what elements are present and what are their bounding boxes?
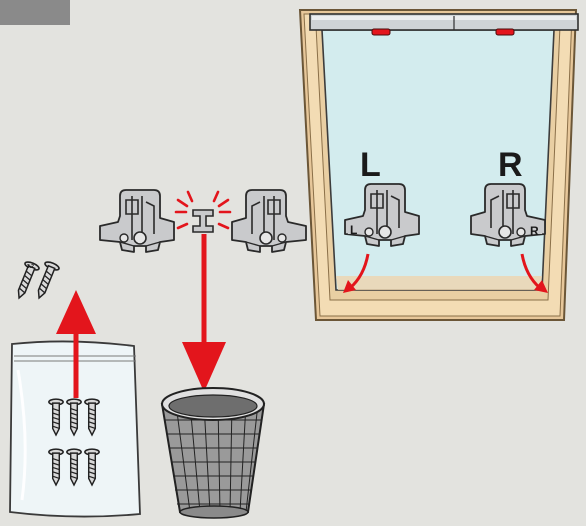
remove-arrow	[56, 290, 96, 398]
right-side-label: R	[498, 146, 523, 184]
screw-icon: 3.2	[11, 259, 61, 302]
mounted-bracket-right	[470, 183, 546, 247]
top-clip-right	[495, 28, 515, 36]
spacer-icon	[174, 190, 232, 233]
rotate-arrow-left	[343, 253, 370, 293]
bracket-tag-left: L	[350, 223, 357, 237]
screw-size-label: 3.2	[27, 264, 34, 270]
bin-icon	[160, 387, 266, 519]
top-clip-left	[371, 28, 391, 36]
roof-window: L R L R	[298, 9, 579, 321]
step-badge	[0, 0, 70, 25]
loose-bracket-left	[99, 189, 175, 253]
mounted-bracket-left: L	[344, 183, 420, 247]
left-side-label: L	[360, 146, 381, 184]
rotate-arrow-right	[520, 253, 548, 293]
discard-arrow	[182, 234, 226, 392]
loose-bracket-right	[231, 189, 307, 253]
bracket-tag-right: R	[530, 224, 539, 238]
bag-icon	[9, 340, 141, 518]
